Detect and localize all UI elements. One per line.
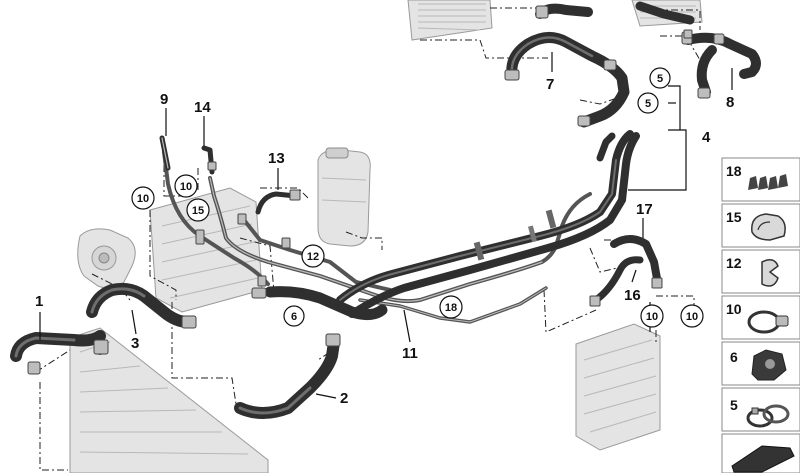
- circled-callout-18: 18: [439, 295, 463, 319]
- callout-17: 17: [636, 201, 653, 218]
- callout-3: 3: [131, 335, 139, 352]
- clip-strip-icon: [748, 174, 788, 190]
- legend-item-6: 6: [721, 341, 800, 386]
- lower-right-cooler: [575, 323, 661, 451]
- svg-text:10: 10: [686, 311, 698, 323]
- callout-11: 11: [402, 345, 418, 362]
- hose-13: [255, 189, 301, 215]
- svg-text:5: 5: [730, 397, 738, 413]
- spring-clip-icon: [761, 259, 779, 287]
- hose-1: [10, 330, 109, 375]
- svg-text:15: 15: [726, 209, 742, 225]
- pipe-fittings: [195, 29, 693, 287]
- callout-4: 4: [702, 129, 711, 146]
- svg-text:6: 6: [291, 311, 297, 323]
- svg-text:12: 12: [726, 255, 742, 271]
- main-radiator: [69, 327, 269, 473]
- callout-9: 9: [160, 91, 168, 108]
- circled-callout-12: 12: [301, 244, 325, 268]
- circled-callouts: 5 5 6 10 10 10 10 12: [131, 67, 704, 328]
- callout-14: 14: [194, 99, 211, 116]
- legend-item-12: 12: [721, 249, 800, 294]
- holder-bracket-icon: [751, 349, 787, 381]
- tape-strip-icon: [731, 445, 795, 473]
- legend-item-18: 18: [721, 157, 800, 202]
- hose-17: [610, 235, 663, 289]
- hose-9: [159, 135, 171, 171]
- legend-item-10: 10: [721, 295, 800, 340]
- callout-2: 2: [340, 390, 348, 407]
- hose-band-clamp-icon: [747, 310, 789, 334]
- callout-13: 13: [268, 150, 285, 167]
- callout-8: 8: [726, 94, 734, 111]
- parts-legend: 18 15 12 10: [721, 157, 800, 473]
- spring-band-clamp-icon: [746, 404, 790, 428]
- circled-callout-6: 6: [283, 305, 305, 327]
- main-hose-bundle: [336, 130, 640, 318]
- hose-clip-icon: [751, 213, 786, 241]
- legend-item-5: 5: [721, 387, 800, 432]
- svg-text:18: 18: [726, 163, 742, 179]
- svg-text:15: 15: [192, 205, 204, 217]
- electric-water-pump: [77, 228, 136, 289]
- callout-7: 7: [546, 76, 554, 93]
- circled-callout-15: 15: [186, 198, 210, 222]
- hose-7: [504, 3, 630, 128]
- hose-16: [589, 256, 644, 307]
- expansion-tank: [317, 147, 371, 247]
- svg-text:12: 12: [307, 251, 319, 263]
- callout-1: 1: [35, 293, 43, 310]
- circled-callout-10-right-b: 10: [680, 304, 704, 328]
- hose-14: [201, 145, 217, 175]
- circled-callout-5-upper: 5: [649, 67, 671, 89]
- callout-16: 16: [624, 287, 641, 304]
- svg-text:5: 5: [657, 73, 663, 85]
- legend-item-15: 15: [721, 203, 800, 248]
- svg-text:10: 10: [646, 311, 658, 323]
- svg-text:6: 6: [730, 349, 738, 365]
- hose-6: [251, 286, 388, 321]
- circled-callout-5-lower: 5: [637, 92, 659, 114]
- svg-text:18: 18: [445, 302, 457, 314]
- hose-2: [234, 333, 341, 419]
- svg-text:10: 10: [137, 193, 149, 205]
- legend-item-partial: [721, 433, 800, 473]
- hose-3: [86, 282, 197, 329]
- circled-callout-10-right-a: 10: [640, 304, 664, 328]
- circled-callout-10-left: 10: [131, 186, 155, 210]
- circled-callout-10-center: 10: [174, 174, 198, 198]
- svg-text:10: 10: [180, 181, 192, 193]
- svg-text:5: 5: [645, 98, 651, 110]
- callout-numbers: 1 2 3 4 7 8 9 11 13 14 16 17: [35, 76, 734, 407]
- upper-intercooler: [407, 0, 493, 41]
- svg-text:10: 10: [726, 301, 742, 317]
